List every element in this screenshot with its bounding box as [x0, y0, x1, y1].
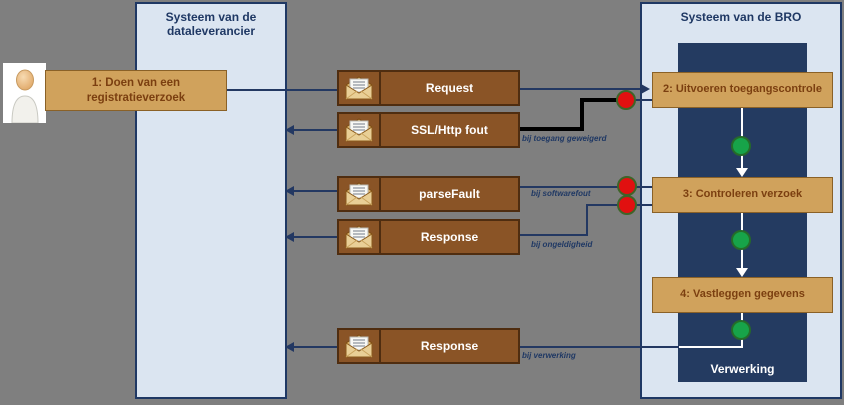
- envelope-icon: [339, 330, 381, 362]
- arrowhead-parsefault: [285, 186, 294, 196]
- condition-toegang-geweigerd: bij toegang geweigerd: [522, 134, 607, 143]
- error-dot-ongeldig: [617, 195, 637, 215]
- message-response-ongeldigheid: Response: [337, 219, 520, 255]
- panel-dataleverancier: Systeem van de dataleverancier: [135, 2, 287, 399]
- flow-step4-out-horizontal: [678, 346, 742, 348]
- error-dot-toegangscontrole: [616, 90, 636, 110]
- arrowhead-step4: [736, 268, 748, 277]
- verwerking-label: Verwerking: [710, 362, 775, 376]
- line-response2-left: [293, 346, 337, 348]
- message-response-verwerking: Response: [337, 328, 520, 364]
- condition-softwarefout: bij softwarefout: [531, 189, 591, 198]
- error-path-bottom: [520, 127, 584, 131]
- line-response1-left: [293, 236, 337, 238]
- condition-ongeldigheid: bij ongeldigheid: [531, 240, 593, 249]
- actor-figure: [3, 63, 46, 123]
- message-parsefault-label: parseFault: [419, 187, 480, 201]
- line-response2-right: [520, 346, 679, 348]
- step-4-vastleggen-gegevens: 4: Vastleggen gegevens: [652, 277, 833, 313]
- arrowhead-request: [641, 84, 650, 94]
- ok-dot-1: [731, 136, 751, 156]
- arrowhead-response2: [285, 342, 294, 352]
- line-parsefault-left: [293, 190, 337, 192]
- step-3-controleren-verzoek: 3: Controleren verzoek: [652, 177, 833, 213]
- arrowhead-step3: [736, 168, 748, 177]
- message-request-label: Request: [425, 81, 474, 95]
- line-request-right: [520, 88, 641, 90]
- panel-dataleverancier-title: Systeem van de dataleverancier: [165, 10, 257, 39]
- line-reddot-to-step2: [626, 99, 652, 101]
- line-reddot2-to-step3: [634, 186, 652, 188]
- line-response1-right: [520, 234, 588, 236]
- message-ssl-label: SSL/Http fout: [411, 123, 488, 137]
- arrowhead-response1: [285, 232, 294, 242]
- line-response1-elbow-top: [586, 204, 620, 206]
- error-path-top: [580, 98, 620, 102]
- line-ssl-left: [293, 129, 337, 131]
- condition-verwerking: bij verwerking: [522, 351, 576, 360]
- message-ssl-http-fout: SSL/Http fout: [337, 112, 520, 148]
- ok-dot-2: [731, 230, 751, 250]
- line-reddot3-to-step3: [634, 204, 652, 206]
- step-1-registratieverzoek: 1: Doen van een registratieverzoek: [45, 70, 227, 111]
- person-icon: [10, 69, 39, 123]
- panel-bro-title: Systeem van de BRO: [680, 10, 802, 24]
- envelope-icon: [339, 72, 381, 104]
- step-2-toegangscontrole: 2: Uitvoeren toegangscontrole: [652, 72, 833, 108]
- error-dot-parsefault: [617, 176, 637, 196]
- arrowhead-ssl: [285, 125, 294, 135]
- message-request: Request: [337, 70, 520, 106]
- message-response2-label: Response: [420, 339, 479, 353]
- line-response1-elbow-vertical: [586, 204, 588, 236]
- ok-dot-3: [731, 320, 751, 340]
- error-path-vertical: [580, 98, 584, 131]
- message-response1-label: Response: [420, 230, 479, 244]
- envelope-icon: [339, 114, 381, 146]
- message-parsefault: parseFault: [337, 176, 520, 212]
- envelope-icon: [339, 221, 381, 253]
- envelope-icon: [339, 178, 381, 210]
- line-parsefault-right: [520, 186, 620, 188]
